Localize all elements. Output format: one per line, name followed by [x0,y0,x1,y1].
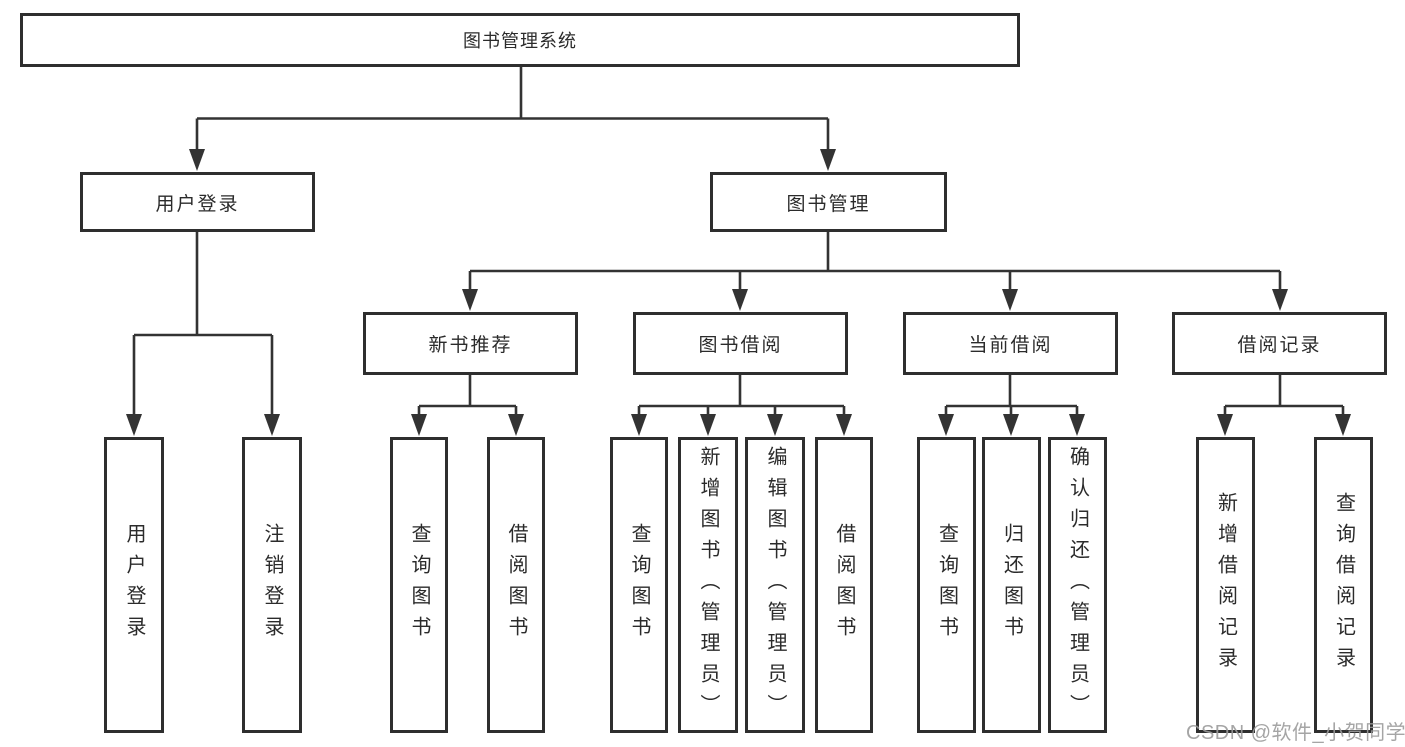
leaf-query-books-current-label: 查询图书 [935,523,958,647]
node-book-management-label: 图书管理 [786,193,871,215]
node-root-system: 图书管理系统 [20,13,1020,67]
node-borrow-records-label: 借阅记录 [1237,335,1322,356]
leaf-add-borrow-record-label: 新增借阅记录 [1214,492,1237,678]
leaf-edit-books-admin: 编辑图书（管理员） [745,437,805,733]
node-book-borrowing: 图书借阅 [633,312,848,375]
arrowhead-icons [126,149,1351,436]
leaf-return-books: 归还图书 [982,437,1041,733]
leaf-query-borrow-record: 查询借阅记录 [1314,437,1373,733]
node-new-book-recommend-label: 新书推荐 [428,335,513,356]
node-user-login: 用户登录 [80,172,315,232]
leaf-confirm-return-admin: 确认归还（管理员） [1048,437,1107,733]
leaf-query-books-recommend: 查询图书 [390,437,448,733]
leaf-query-books-current: 查询图书 [917,437,976,733]
leaf-logout-label: 注销登录 [261,523,283,647]
leaf-edit-books-admin-label: 编辑图书（管理员） [764,445,786,725]
leaf-query-books-recommend-label: 查询图书 [408,523,430,647]
leaf-user-login: 用户登录 [104,437,164,733]
node-root-system-label: 图书管理系统 [463,31,577,51]
leaf-query-books-borrowing: 查询图书 [610,437,668,733]
node-current-borrowing-label: 当前借阅 [968,335,1053,356]
node-book-borrowing-label: 图书借阅 [698,335,783,356]
leaf-confirm-return-admin-label: 确认归还（管理员） [1066,445,1089,725]
node-new-book-recommend: 新书推荐 [363,312,578,375]
node-book-management: 图书管理 [710,172,947,232]
leaf-query-borrow-record-label: 查询借阅记录 [1332,492,1355,678]
leaf-query-books-borrowing-label: 查询图书 [628,523,650,647]
leaf-borrow-books-label: 借阅图书 [833,523,855,647]
watermark-text: CSDN @软件_小贺同学 [1186,722,1405,744]
leaf-add-books-admin-label: 新增图书（管理员） [697,445,719,725]
leaf-return-books-label: 归还图书 [1000,523,1023,647]
node-user-login-label: 用户登录 [155,193,240,215]
node-borrow-records: 借阅记录 [1172,312,1387,375]
leaf-add-books-admin: 新增图书（管理员） [678,437,738,733]
leaf-logout: 注销登录 [242,437,302,733]
leaf-borrow-books-recommend-label: 借阅图书 [505,523,527,647]
node-current-borrowing: 当前借阅 [903,312,1118,375]
leaf-add-borrow-record: 新增借阅记录 [1196,437,1255,733]
leaf-borrow-books: 借阅图书 [815,437,873,733]
leaf-borrow-books-recommend: 借阅图书 [487,437,545,733]
leaf-user-login-label: 用户登录 [123,523,145,647]
